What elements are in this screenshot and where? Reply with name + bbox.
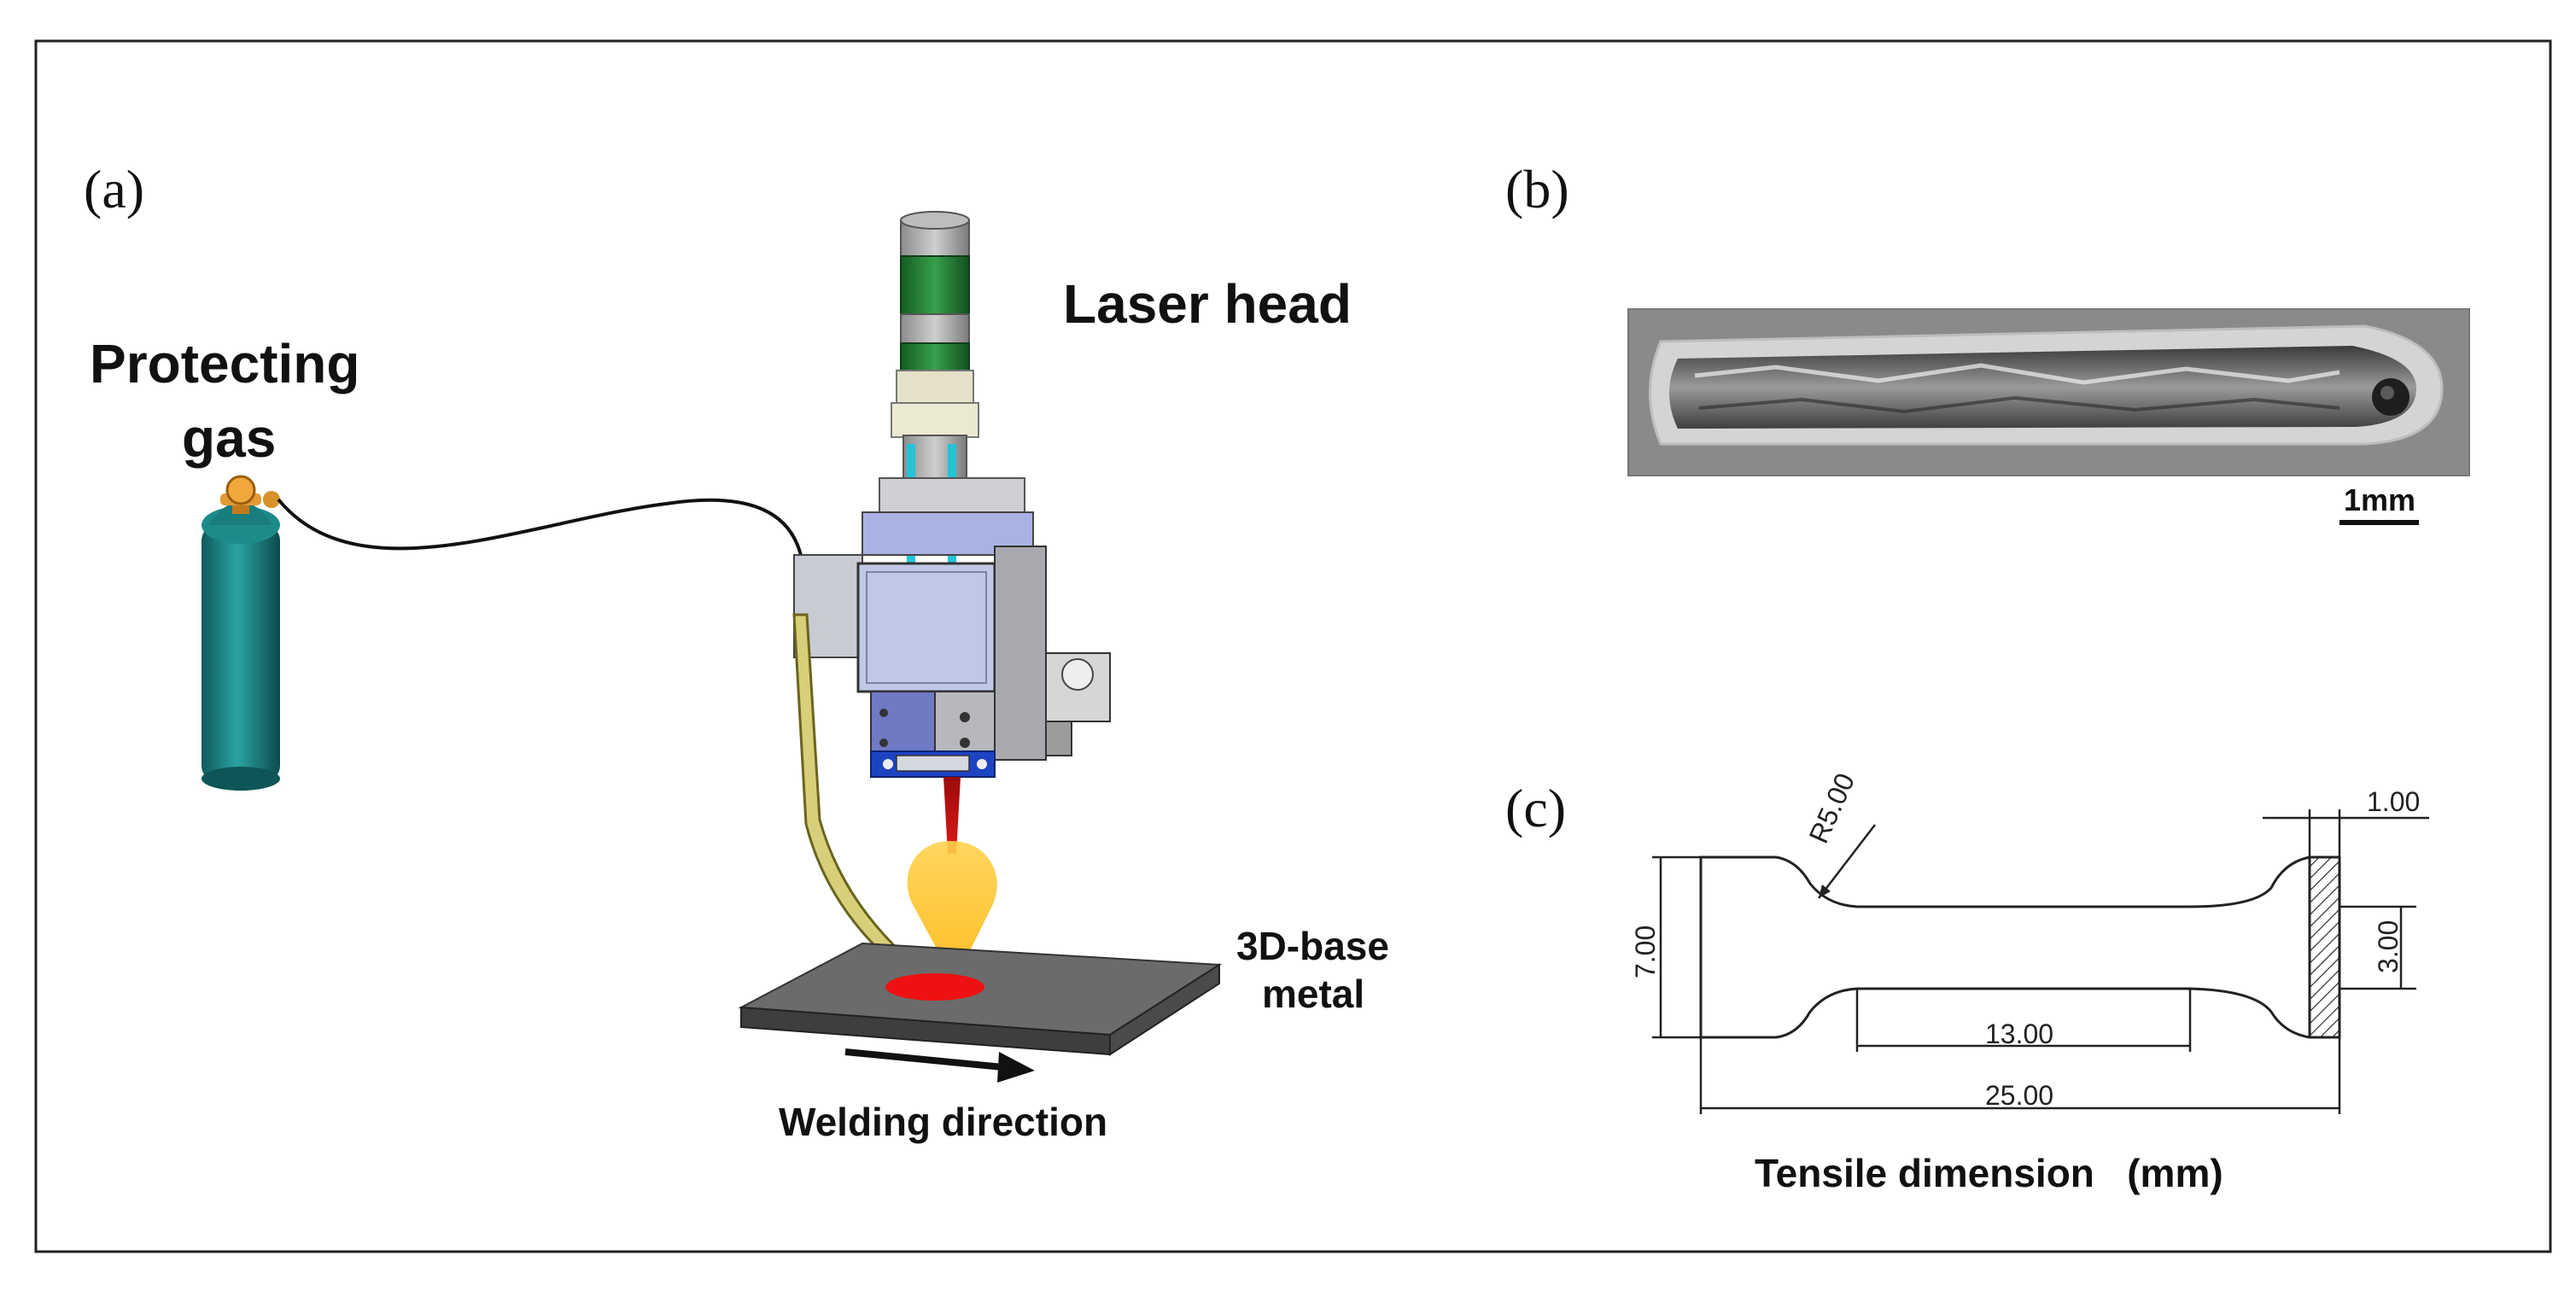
total-width-label: 7.00: [1630, 925, 1661, 978]
base-metal-label-line1: 3D-base: [1236, 924, 1389, 968]
total-length-label: 25.00: [1985, 1080, 2053, 1111]
base-metal-label-line2: metal: [1262, 972, 1364, 1016]
laser-head-label: Laser head: [1063, 273, 1352, 335]
gauge-length-label: 13.00: [1985, 1019, 2053, 1049]
radius-leader: [1818, 824, 1876, 899]
panel-a: (a) Protecting gas Laser head: [84, 159, 1389, 1144]
panel-c-label: (c): [1505, 778, 1566, 838]
valve-icon: [220, 475, 280, 514]
gas-cylinder-icon: [202, 501, 280, 791]
laser-beam: [943, 777, 961, 854]
gauge-width-label: 3.00: [2373, 920, 2404, 973]
thickness-label: 1.00: [2367, 786, 2420, 817]
scale-bar-label: 1mm: [2344, 482, 2415, 517]
figure-frame: [34, 39, 2552, 1253]
plume: [907, 841, 997, 982]
laser-head-icon: [793, 211, 1111, 778]
melt-pool: [885, 973, 984, 1001]
panel-b-label: (b): [1505, 159, 1569, 219]
welding-direction-label: Welding direction: [779, 1100, 1107, 1144]
weld-bead-image: [1627, 308, 2470, 476]
protecting-gas-label-line2: gas: [182, 407, 276, 469]
panel-a-label: (a): [84, 159, 144, 219]
base-plate: [738, 942, 1223, 1056]
welding-direction-arrow: [844, 1048, 1035, 1083]
gas-hose: [277, 498, 809, 598]
protecting-gas-label-line1: Protecting: [90, 333, 359, 394]
panel-b: (b) 1mm: [1505, 159, 2470, 525]
tensile-caption: Tensile dimension (mm): [1755, 1151, 2223, 1195]
thickness-section: [2308, 855, 2341, 1039]
